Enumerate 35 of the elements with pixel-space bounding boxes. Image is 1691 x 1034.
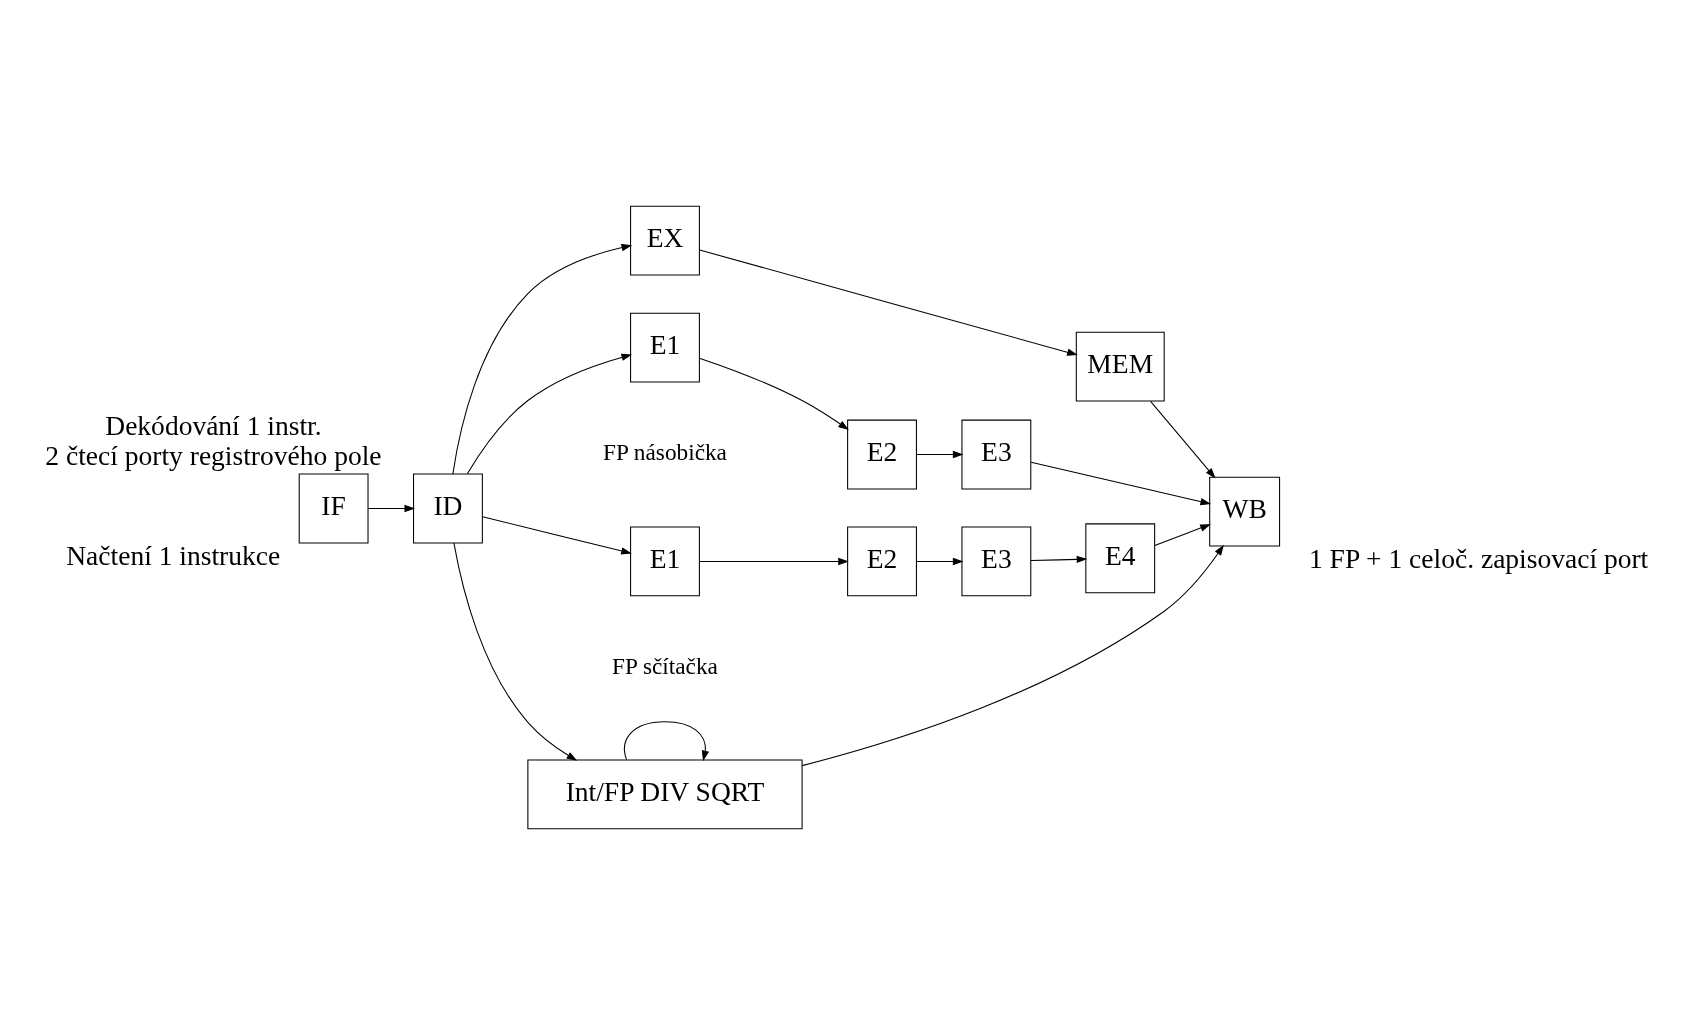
arrow [801,544,1224,766]
node-box: IF [298,473,369,543]
node-box: Int/FP DIV SQRT [527,758,803,829]
arrow [367,504,416,512]
arrow [915,450,964,458]
arrow [699,249,1078,356]
node-box: E4 [1085,522,1156,593]
node-box: E3 [961,419,1032,489]
arrow [1150,400,1216,478]
node-box: WB [1209,476,1281,547]
label: FP násobička [603,438,727,465]
node-box: E3 [961,526,1032,596]
node-box: MEM [1075,331,1165,402]
node-box: E2 [847,526,917,596]
node-box: E2 [847,419,917,489]
arrow [452,243,633,475]
arrow [453,542,578,761]
node-box: ID [413,473,483,543]
label: FP sčítačka [612,652,718,679]
arrow [698,357,849,430]
node-label: 2 čtecí porty registrového pole [45,439,382,471]
arrow [1030,555,1088,563]
arrow [1030,461,1212,505]
node-label: 1 FP + 1 celoč. zapisovací port [1308,542,1649,574]
arrow [915,557,964,565]
node-box: EX [630,205,700,276]
arrow [482,515,632,555]
arrow [699,557,849,565]
arrow [1154,523,1211,546]
node-box: E1 [630,526,700,596]
node-label: Načtení 1 instrukce [66,539,281,571]
arrow [624,720,710,761]
node-label: Dekódování 1 instr. [105,409,322,441]
arrow [466,353,633,474]
node-box: E1 [630,312,700,382]
